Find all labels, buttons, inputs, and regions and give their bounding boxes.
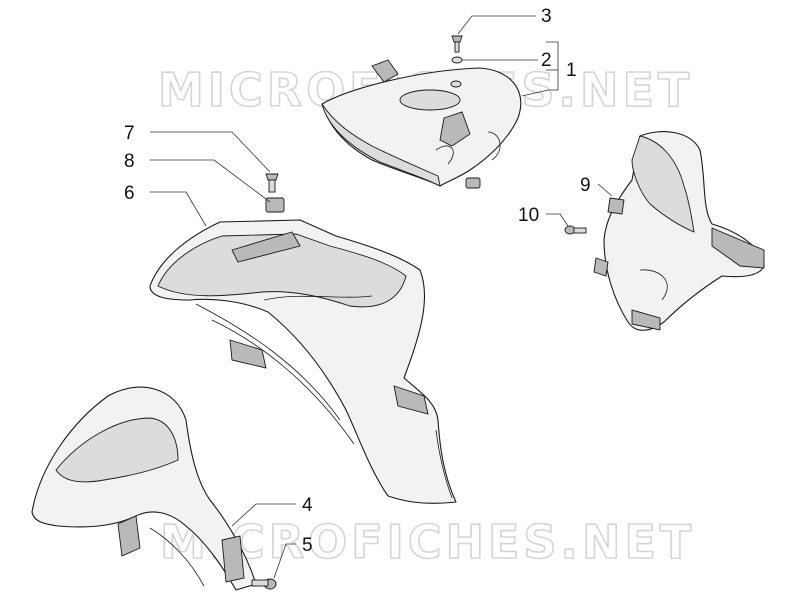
part-front-mudguard (31, 386, 257, 591)
part-washer-2 (451, 56, 463, 64)
leader-3 (457, 15, 536, 35)
part-screw-7 (265, 173, 279, 193)
watermark-bottom: MICROFICHES.NET (160, 515, 695, 569)
part-screw-5 (251, 578, 277, 590)
part-clip-8 (265, 197, 285, 213)
callout-5: 5 (302, 535, 313, 556)
callout-10: 10 (518, 205, 539, 226)
leader-8 (150, 159, 271, 203)
callout-9: 9 (580, 175, 591, 196)
callout-7: 7 (124, 123, 135, 144)
leader-7 (150, 131, 271, 173)
leader-1 (521, 41, 559, 97)
leader-10 (546, 213, 569, 227)
part-leg-shield (149, 219, 457, 504)
callout-3: 3 (541, 6, 552, 27)
callout-8: 8 (124, 151, 135, 172)
leader-9 (597, 183, 613, 197)
part-screw-10 (564, 225, 587, 235)
leader-4 (231, 503, 296, 527)
part-handlebar-cover (321, 59, 522, 189)
leader-6 (150, 191, 207, 227)
leader-lines (150, 15, 613, 579)
leader-5 (273, 543, 296, 579)
callout-4: 4 (302, 495, 313, 516)
callout-2: 2 (541, 50, 552, 71)
callout-1: 1 (566, 60, 577, 81)
part-screw-3 (451, 35, 463, 53)
callout-6: 6 (124, 183, 135, 204)
part-side-cover (593, 131, 765, 331)
